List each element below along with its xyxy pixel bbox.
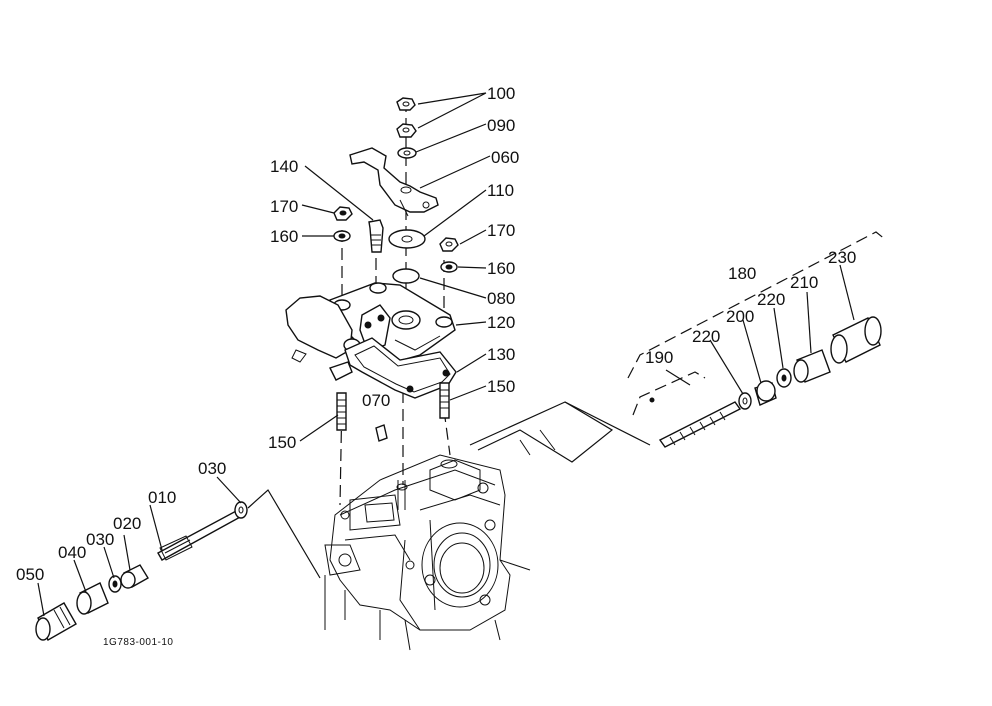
key-070 — [375, 424, 388, 442]
callout-120: 120 — [487, 313, 515, 332]
callout-200: 200 — [726, 307, 754, 326]
callout-030-lower: 030 — [86, 530, 114, 549]
callout-010: 010 — [148, 488, 176, 507]
stud-150-right — [439, 382, 450, 419]
callout-030-upper: 030 — [198, 459, 226, 478]
callout-230: 230 — [828, 248, 856, 267]
washer-220-a — [738, 392, 752, 410]
collar-210 — [793, 349, 831, 383]
callout-150-left: 150 — [268, 433, 296, 452]
callout-160-left: 160 — [270, 227, 298, 246]
washer-030-upper — [234, 501, 248, 519]
washer-160-left — [333, 230, 351, 242]
callout-070: 070 — [362, 391, 390, 410]
washer-030-lower — [108, 575, 122, 593]
callout-210: 210 — [790, 273, 818, 292]
nut-170-left — [333, 206, 353, 221]
washer-160-right — [440, 261, 458, 273]
callout-050: 050 — [16, 565, 44, 584]
callout-060: 060 — [491, 148, 519, 167]
cap-050 — [35, 602, 77, 641]
nut-100-upper — [396, 97, 416, 111]
connector-lines — [247, 401, 651, 579]
leader-lines — [37, 92, 855, 617]
sleeve-040 — [76, 582, 109, 615]
callout-140: 140 — [270, 157, 298, 176]
spring-190 — [649, 397, 742, 448]
callout-020: 020 — [113, 514, 141, 533]
washer-090 — [397, 147, 417, 159]
nut-020 — [120, 564, 149, 589]
callout-130: 130 — [487, 345, 515, 364]
callout-150-right: 150 — [487, 377, 515, 396]
stud-150-left — [336, 392, 347, 431]
washer-110 — [388, 229, 426, 249]
bracket-060 — [349, 147, 439, 217]
callout-160-right: 160 — [487, 259, 515, 278]
callout-180: 180 — [728, 264, 756, 283]
group-bracket-180 — [627, 231, 887, 416]
sleeve-230 — [830, 316, 882, 364]
nut-170-right — [439, 237, 459, 252]
callout-220-b: 220 — [757, 290, 785, 309]
drawing-code: 1G783-001-10 — [103, 637, 174, 648]
callout-220-a: 220 — [692, 327, 720, 346]
shaft-010 — [157, 509, 244, 561]
nut-100-lower — [396, 123, 417, 138]
callout-labels: 100 090 060 110 140 170 160 170 160 080 … — [16, 84, 856, 648]
callout-170-right: 170 — [487, 221, 515, 240]
spacer-200 — [754, 380, 777, 406]
callout-190: 190 — [645, 348, 673, 367]
washer-220-b — [776, 368, 792, 388]
callout-080: 080 — [487, 289, 515, 308]
callout-090: 090 — [487, 116, 515, 135]
callout-100: 100 — [487, 84, 515, 103]
bolt-140 — [368, 219, 384, 253]
callout-110: 110 — [487, 181, 514, 200]
engine-block-drawing — [324, 454, 531, 651]
o-ring-080 — [392, 268, 420, 284]
callout-170-left: 170 — [270, 197, 298, 216]
callout-040: 040 — [58, 543, 86, 562]
